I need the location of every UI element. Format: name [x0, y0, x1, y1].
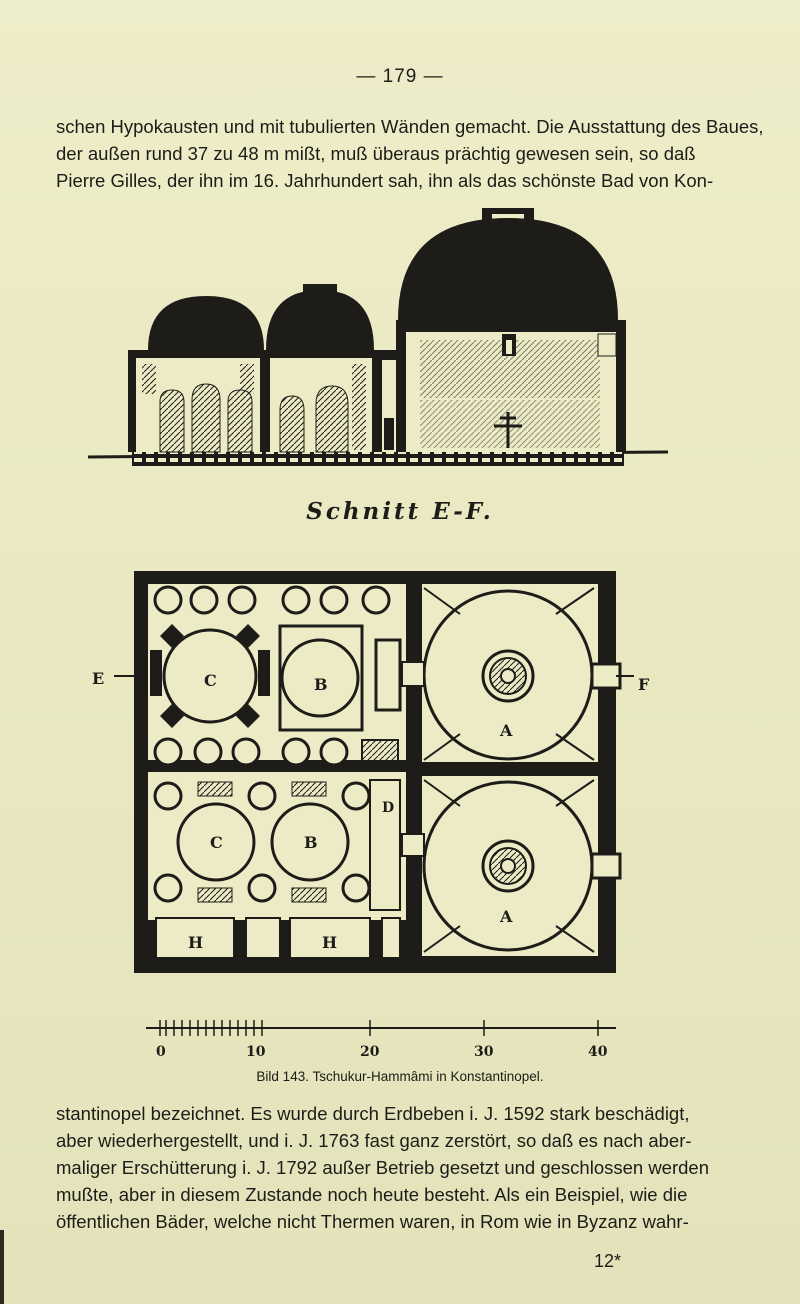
label-b-upper: B	[314, 675, 328, 694]
paragraph-line: maliger Erschütterung i. J. 1792 außer B…	[56, 1157, 710, 1178]
label-a-lower: A	[499, 907, 513, 926]
scale-tick-label: 0	[156, 1044, 166, 1060]
label-h-right: H	[322, 933, 337, 952]
scale-tick-label: 20	[360, 1044, 380, 1060]
plan-labels: E F C B A C B D A H H	[92, 669, 650, 952]
section-title: Schnitt E-F.	[306, 498, 494, 525]
dome-middle	[262, 284, 380, 453]
paragraph-bottom: stantinopel bezeichnet. Es wurde durch E…	[56, 1100, 756, 1235]
paragraph-line: schen Hypokausten und mit tubulierten Wä…	[56, 116, 764, 137]
ground-plan	[114, 571, 634, 973]
signature-mark: 12*	[594, 1251, 622, 1271]
scale-tick-label: 10	[246, 1044, 266, 1060]
paragraph-line: öffentlichen Bäder, welche nicht Thermen…	[56, 1211, 689, 1232]
label-e: E	[92, 669, 104, 688]
paragraph-top: schen Hypokausten und mit tubulierten Wä…	[56, 113, 764, 194]
label-c-upper: C	[204, 671, 217, 690]
dome-large	[396, 208, 626, 452]
label-a-upper: A	[499, 721, 513, 740]
cell-row-top	[153, 585, 391, 767]
scale-tick-label: 30	[474, 1044, 494, 1060]
foundation-hypocaust	[132, 452, 624, 466]
label-h-left: H	[188, 933, 203, 952]
label-d: D	[382, 800, 394, 816]
dome-left	[128, 296, 268, 453]
binding-edge	[0, 1230, 4, 1304]
paragraph-line: aber wiederhergestellt, und i. J. 1763 f…	[56, 1130, 692, 1151]
section-elevation	[87, 208, 669, 466]
room-c-b-lower	[153, 779, 401, 911]
paragraph-line: Pierre Gilles, der ihn im 16. Jahrhunder…	[56, 170, 714, 191]
rooms-h	[155, 917, 401, 959]
paragraph-line: stantinopel bezeichnet. Es wurde durch E…	[56, 1103, 690, 1124]
scale-tick-label: 40	[588, 1044, 608, 1060]
scale-bar: 0 10 20 30 40	[146, 1020, 616, 1060]
label-c-lower: C	[210, 833, 223, 852]
label-f: F	[638, 675, 650, 694]
room-b-upper	[278, 624, 402, 765]
room-a-upper	[422, 587, 622, 761]
room-a-lower	[422, 779, 622, 953]
label-b-lower: B	[304, 833, 318, 852]
paragraph-line: mußte, aber in diesem Zustande noch heut…	[56, 1184, 688, 1205]
room-c-upper	[150, 624, 270, 728]
figure-caption: Bild 143. Tschukur-Hammâmi in Konstantin…	[256, 1069, 544, 1084]
page-number: — 179 —	[356, 66, 444, 87]
paragraph-line: der außen rund 37 zu 48 m mißt, muß über…	[56, 143, 696, 164]
